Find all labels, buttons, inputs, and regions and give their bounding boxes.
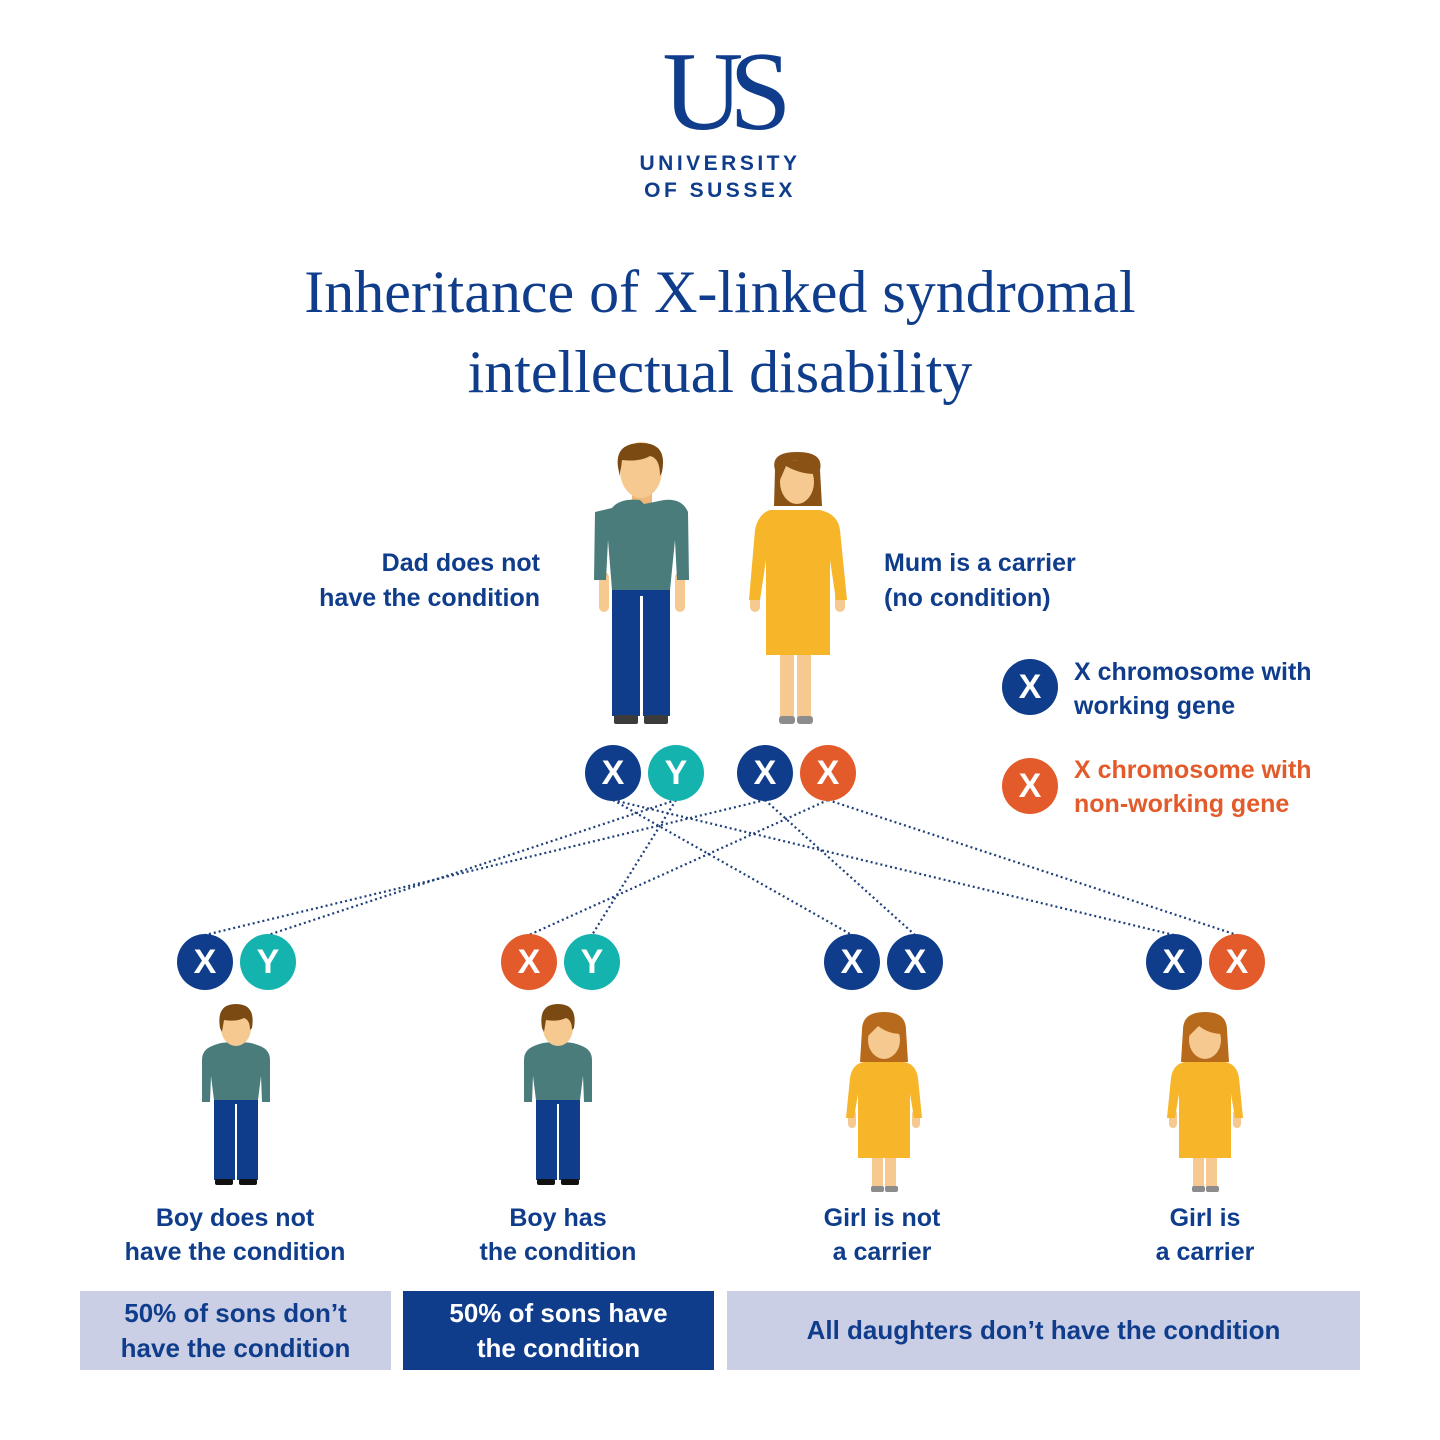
girl2-x1-chromosome: X (1146, 934, 1202, 990)
university-logo-mark: US (662, 30, 791, 154)
title-line-1: Inheritance of X-linked syndromal (304, 259, 1136, 325)
logo-line-2: OF SUSSEX (644, 179, 796, 202)
line-dad-y-to-boy2 (591, 799, 677, 936)
child-label-line-1: Girl is not (823, 1204, 941, 1232)
page-title: Inheritance of X-linked syndromal intell… (100, 252, 1340, 412)
university-logo-text: UNIVERSITY OF SUSSEX (560, 150, 880, 204)
legend-nonworking-icon: X (1002, 758, 1058, 814)
line-mum-xr-to-girl2 (827, 798, 1238, 937)
dad-label: Dad does not have the condition (240, 546, 540, 616)
summary-sons-unaffected: 50% of sons don’t have the condition (80, 1291, 391, 1370)
child-label-line-2: a carrier (1155, 1238, 1255, 1266)
legend-nonworking-line-1: X chromosome with (1074, 756, 1312, 784)
logo-line-1: UNIVERSITY (639, 152, 801, 175)
summary-line-1: 50% of sons don’t (124, 1297, 347, 1328)
line-mum-xr-to-boy2 (528, 798, 829, 937)
summary-line-2: have the condition (120, 1332, 351, 1363)
summary-daughters: All daughters don’t have the condition (727, 1291, 1360, 1370)
line-dad-x-to-girl2 (612, 798, 1175, 937)
child-label-girl-noncarrier: Girl is not a carrier (732, 1201, 1032, 1269)
legend-nonworking-label: X chromosome with non-working gene (1074, 753, 1394, 821)
child-label-line-2: have the condition (124, 1238, 346, 1266)
girl2-x2-chromosome: X (1209, 934, 1265, 990)
child-label-line-1: Boy does not (155, 1204, 315, 1232)
mum-label-line-1: Mum is a carrier (884, 549, 1076, 577)
line-mum-x-to-boy1 (204, 798, 766, 937)
line-dad-y-to-boy1 (267, 798, 677, 937)
boy2-y-chromosome: Y (564, 934, 620, 990)
boy1-y-chromosome: Y (240, 934, 296, 990)
summary-line-2: the condition (476, 1332, 641, 1363)
child-label-line-1: Girl is (1169, 1204, 1241, 1232)
dad-x-chromosome: X (585, 745, 641, 801)
legend-working-line-1: X chromosome with (1074, 658, 1312, 686)
title-line-2: intellectual disability (467, 339, 973, 405)
boy1-x-chromosome: X (177, 934, 233, 990)
boy2-x-chromosome: X (501, 934, 557, 990)
child-label-line-2: the condition (479, 1238, 637, 1266)
girl1-x1-chromosome: X (824, 934, 880, 990)
summary-daughters-text: All daughters don’t have the condition (806, 1315, 1281, 1345)
dad-label-line-1: Dad does not (381, 549, 540, 577)
child-label-boy-affected: Boy has the condition (408, 1201, 708, 1269)
child-label-line-1: Boy has (509, 1204, 607, 1232)
mum-x-working-chromosome: X (737, 745, 793, 801)
summary-sons-affected: 50% of sons have the condition (403, 1291, 714, 1370)
mum-label: Mum is a carrier (no condition) (884, 546, 1204, 616)
legend-working-label: X chromosome with working gene (1074, 655, 1394, 723)
child-label-girl-carrier: Girl is a carrier (1055, 1201, 1355, 1269)
dad-label-line-2: have the condition (319, 584, 540, 612)
line-dad-x-to-girl1 (612, 799, 853, 936)
mum-x-nonworking-chromosome: X (800, 745, 856, 801)
child-label-boy-unaffected: Boy does not have the condition (85, 1201, 385, 1269)
legend-working-line-2: working gene (1074, 692, 1236, 720)
mum-label-line-2: (no condition) (884, 584, 1051, 612)
girl1-x2-chromosome: X (887, 934, 943, 990)
summary-line-1: 50% of sons have (449, 1297, 668, 1328)
line-mum-x-to-girl1 (764, 799, 916, 936)
dad-y-chromosome: Y (648, 745, 704, 801)
legend-nonworking-line-2: non-working gene (1074, 790, 1290, 818)
legend-working-icon: X (1002, 659, 1058, 715)
child-label-line-2: a carrier (832, 1238, 932, 1266)
